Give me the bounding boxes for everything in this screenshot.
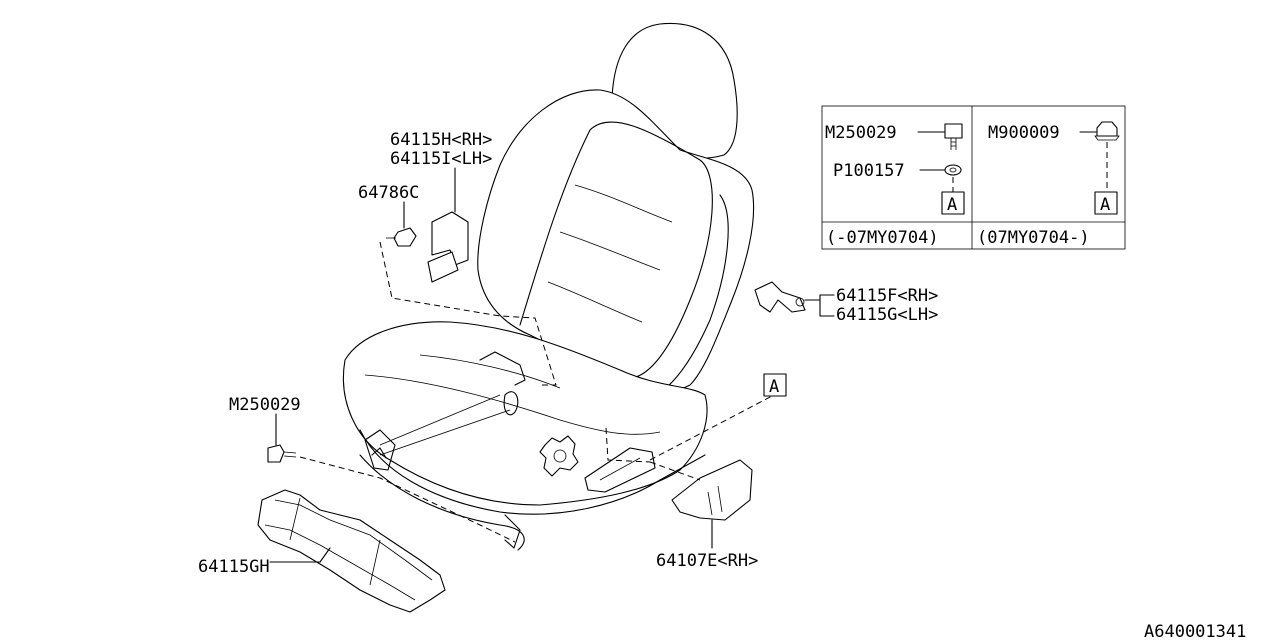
callout-cover-rh: 64107E<RH> (656, 551, 758, 571)
clip-part (386, 227, 417, 247)
rail-cover-tray (257, 489, 446, 613)
seat-back (477, 89, 755, 394)
upper-right-bracket (754, 281, 806, 313)
fastener-table: M250029 P100157 A (-07MY0704) M900009 A … (821, 105, 1126, 250)
seat-illustration (342, 22, 755, 551)
table-right-range: (07MY0704-) (977, 228, 1090, 248)
table-left-marker: A (947, 195, 957, 215)
table-left-washer: P100157 (833, 161, 905, 181)
flange-bolt-icon (1096, 121, 1118, 137)
reference-marker-box (763, 373, 787, 397)
bolt-left (267, 444, 297, 463)
table-right-bolt: M900009 (988, 123, 1060, 143)
leader-lines (269, 167, 835, 563)
side-cover (671, 459, 753, 521)
callout-bolt-left: M250029 (229, 395, 301, 415)
callout-upper-lh: 64115G<LH> (836, 305, 938, 325)
table-right-marker: A (1100, 195, 1110, 215)
callout-bracket-lh: 64115I<LH> (390, 149, 492, 169)
assembly-lines (299, 241, 773, 543)
callout-tray: 64115GH (198, 557, 270, 577)
diagram-code: A640001341 (1144, 622, 1246, 640)
callout-upper-rh: 64115F<RH> (836, 286, 938, 306)
table-left-range: (-07MY0704) (826, 228, 939, 248)
washer-icon (944, 164, 962, 176)
reference-marker: A (769, 377, 779, 397)
callout-clip: 64786C (358, 183, 419, 203)
table-left-bolt: M250029 (825, 123, 897, 143)
recliner-knob (539, 435, 579, 477)
callout-bracket-rh: 64115H<RH> (390, 130, 492, 150)
bolt-icon (944, 123, 963, 139)
upper-bracket (427, 211, 469, 283)
